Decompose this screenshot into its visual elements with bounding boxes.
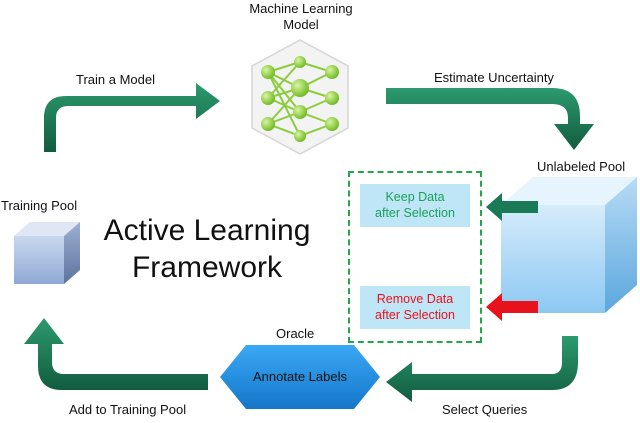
add-training-pool-arrow [24,318,208,390]
model-label-line2: Model [283,17,319,32]
remove-line2: after Selection [375,308,455,322]
remove-data-text: Remove Data after Selection [360,291,470,323]
title-line2: Framework [131,251,282,284]
oracle-label: Oracle [276,326,315,341]
unlabeled-pool-cube [501,177,637,313]
select-queries-arrow [386,336,578,402]
train-model-label: Train a Model [76,72,155,87]
remove-data-box [360,286,470,329]
remove-data-arrow [486,293,538,321]
title-line1: Active Learning [103,214,311,247]
oracle-hexagon [220,345,380,409]
training-pool-cube [14,222,80,284]
training-pool-label: Training Pool [1,198,78,213]
neural-network-icon [251,39,349,155]
keep-data-arrow [486,193,538,221]
model-label: Machine Learning Model [226,1,376,33]
add-training-pool-label: Add to Training Pool [69,402,187,417]
estimate-uncertainty-arrow [386,88,594,150]
unlabeled-pool-label: Unlabeled Pool [537,159,626,174]
keep-line2: after Selection [375,206,455,220]
select-queries-label: Select Queries [442,402,528,417]
estimate-uncertainty-label: Estimate Uncertainty [434,70,554,85]
page-title: Active Learning Framework [92,212,322,286]
model-label-line1: Machine Learning [249,1,353,16]
annotate-labels-text: Annotate Labels [253,369,347,384]
train-model-arrow [44,83,220,152]
selection-dashed-box [348,171,482,343]
keep-data-box [360,184,470,227]
keep-line1: Keep Data [385,190,445,204]
remove-line1: Remove Data [376,292,454,306]
keep-data-text: Keep Data after Selection [360,189,470,221]
